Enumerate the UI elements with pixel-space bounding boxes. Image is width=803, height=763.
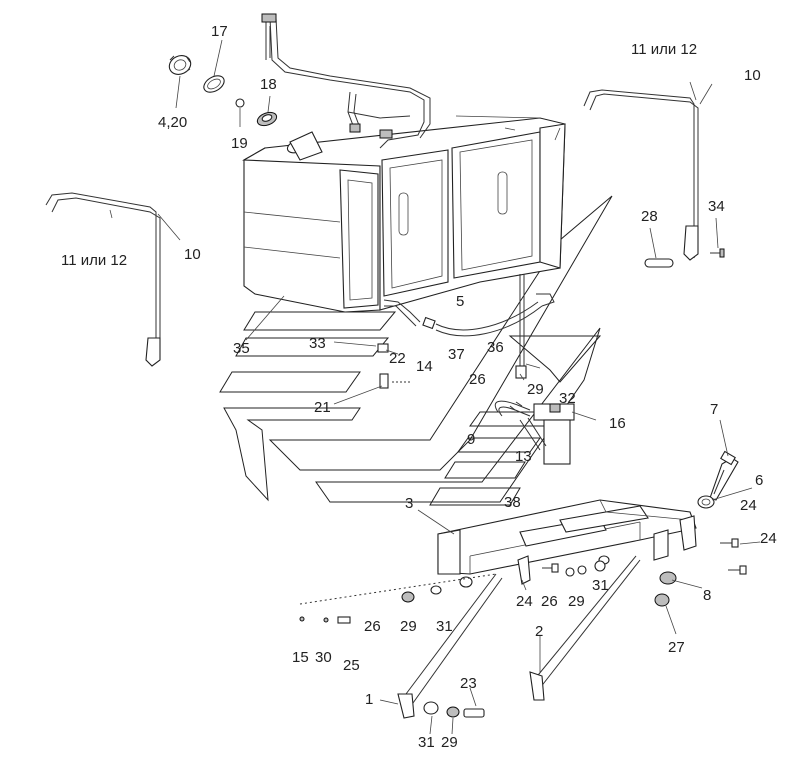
callout-22: 22 (389, 350, 406, 367)
callout-13: 13 (515, 448, 532, 465)
callout-6: 6 (755, 472, 763, 489)
cap-4-20 (168, 55, 192, 75)
pin-28 (644, 258, 674, 268)
callout-37: 37 (448, 346, 465, 363)
gasket-17 (203, 75, 225, 93)
callout-29-bottom: 29 (441, 734, 458, 751)
callout-10-left: 10 (184, 246, 201, 263)
flange-18 (256, 111, 278, 127)
callout-10-right: 10 (744, 67, 761, 84)
callout-labels: 17 18 4,20 19 11 или 12 10 11 или 12 10 … (61, 23, 777, 751)
callout-26-left: 26 (364, 618, 381, 635)
callout-2: 2 (535, 623, 543, 640)
callout-27: 27 (668, 639, 685, 656)
fastener-set-15-30-25 (299, 573, 497, 624)
callout-1: 1 (365, 691, 373, 708)
callout-35: 35 (233, 340, 250, 357)
seal-19 (235, 98, 245, 108)
callout-24-right: 24 (760, 530, 777, 547)
callout-36: 36 (487, 339, 504, 356)
strap-right (583, 89, 699, 261)
fitting-22 (377, 343, 389, 353)
callout-8: 8 (703, 587, 711, 604)
callout-38: 38 (504, 494, 521, 511)
washer-6 (697, 495, 715, 509)
callout-21: 21 (314, 399, 331, 416)
callout-5: 5 (456, 293, 464, 310)
callout-29-center: 29 (568, 593, 585, 610)
callout-31-left: 31 (436, 618, 453, 635)
callout-19: 19 (231, 135, 248, 152)
callout-24-right-top: 24 (740, 497, 757, 514)
fuel-hoses (383, 274, 555, 379)
nuts-right (565, 560, 677, 607)
callout-18: 18 (260, 76, 277, 93)
callout-29-top: 29 (527, 381, 544, 398)
callout-26-top: 26 (469, 371, 486, 388)
bottom-washers (423, 701, 485, 718)
strap-left (45, 192, 161, 367)
callout-15: 15 (292, 649, 309, 666)
callout-26-center: 26 (541, 593, 558, 610)
bolts-24 (542, 538, 747, 575)
callout-11-or-12-right: 11 или 12 (631, 41, 697, 58)
bracket-2 (529, 555, 641, 701)
callout-28: 28 (641, 208, 658, 225)
watermark-logo (219, 195, 613, 506)
callout-11-or-12-left: 11 или 12 (61, 252, 127, 269)
callout-3: 3 (405, 495, 413, 512)
callout-32: 32 (559, 390, 576, 407)
vent-tube-assembly (261, 13, 431, 149)
callout-23: 23 (460, 675, 477, 692)
callout-7: 7 (710, 401, 718, 418)
leader-lines (109, 39, 761, 735)
callout-33: 33 (309, 335, 326, 352)
fuel-tank (242, 115, 566, 313)
screw-34 (710, 248, 725, 258)
callout-9: 9 (467, 431, 475, 448)
callout-17: 17 (211, 23, 228, 40)
callout-25: 25 (343, 657, 360, 674)
fuel-filter-assembly (494, 400, 575, 465)
callout-14: 14 (416, 358, 433, 375)
callout-16: 16 (609, 415, 626, 432)
support-frame (437, 499, 697, 585)
callout-24-center: 24 (516, 593, 533, 610)
callout-29-left: 29 (400, 618, 417, 635)
callout-31-center: 31 (592, 577, 609, 594)
nuts-left (401, 576, 473, 603)
callout-4-20: 4,20 (158, 114, 187, 131)
callout-30: 30 (315, 649, 332, 666)
bolt-7 (709, 450, 739, 501)
callout-34: 34 (708, 198, 725, 215)
fitting-21 (379, 373, 412, 389)
callout-31-bottom: 31 (418, 734, 435, 751)
bracket-1 (397, 573, 503, 719)
